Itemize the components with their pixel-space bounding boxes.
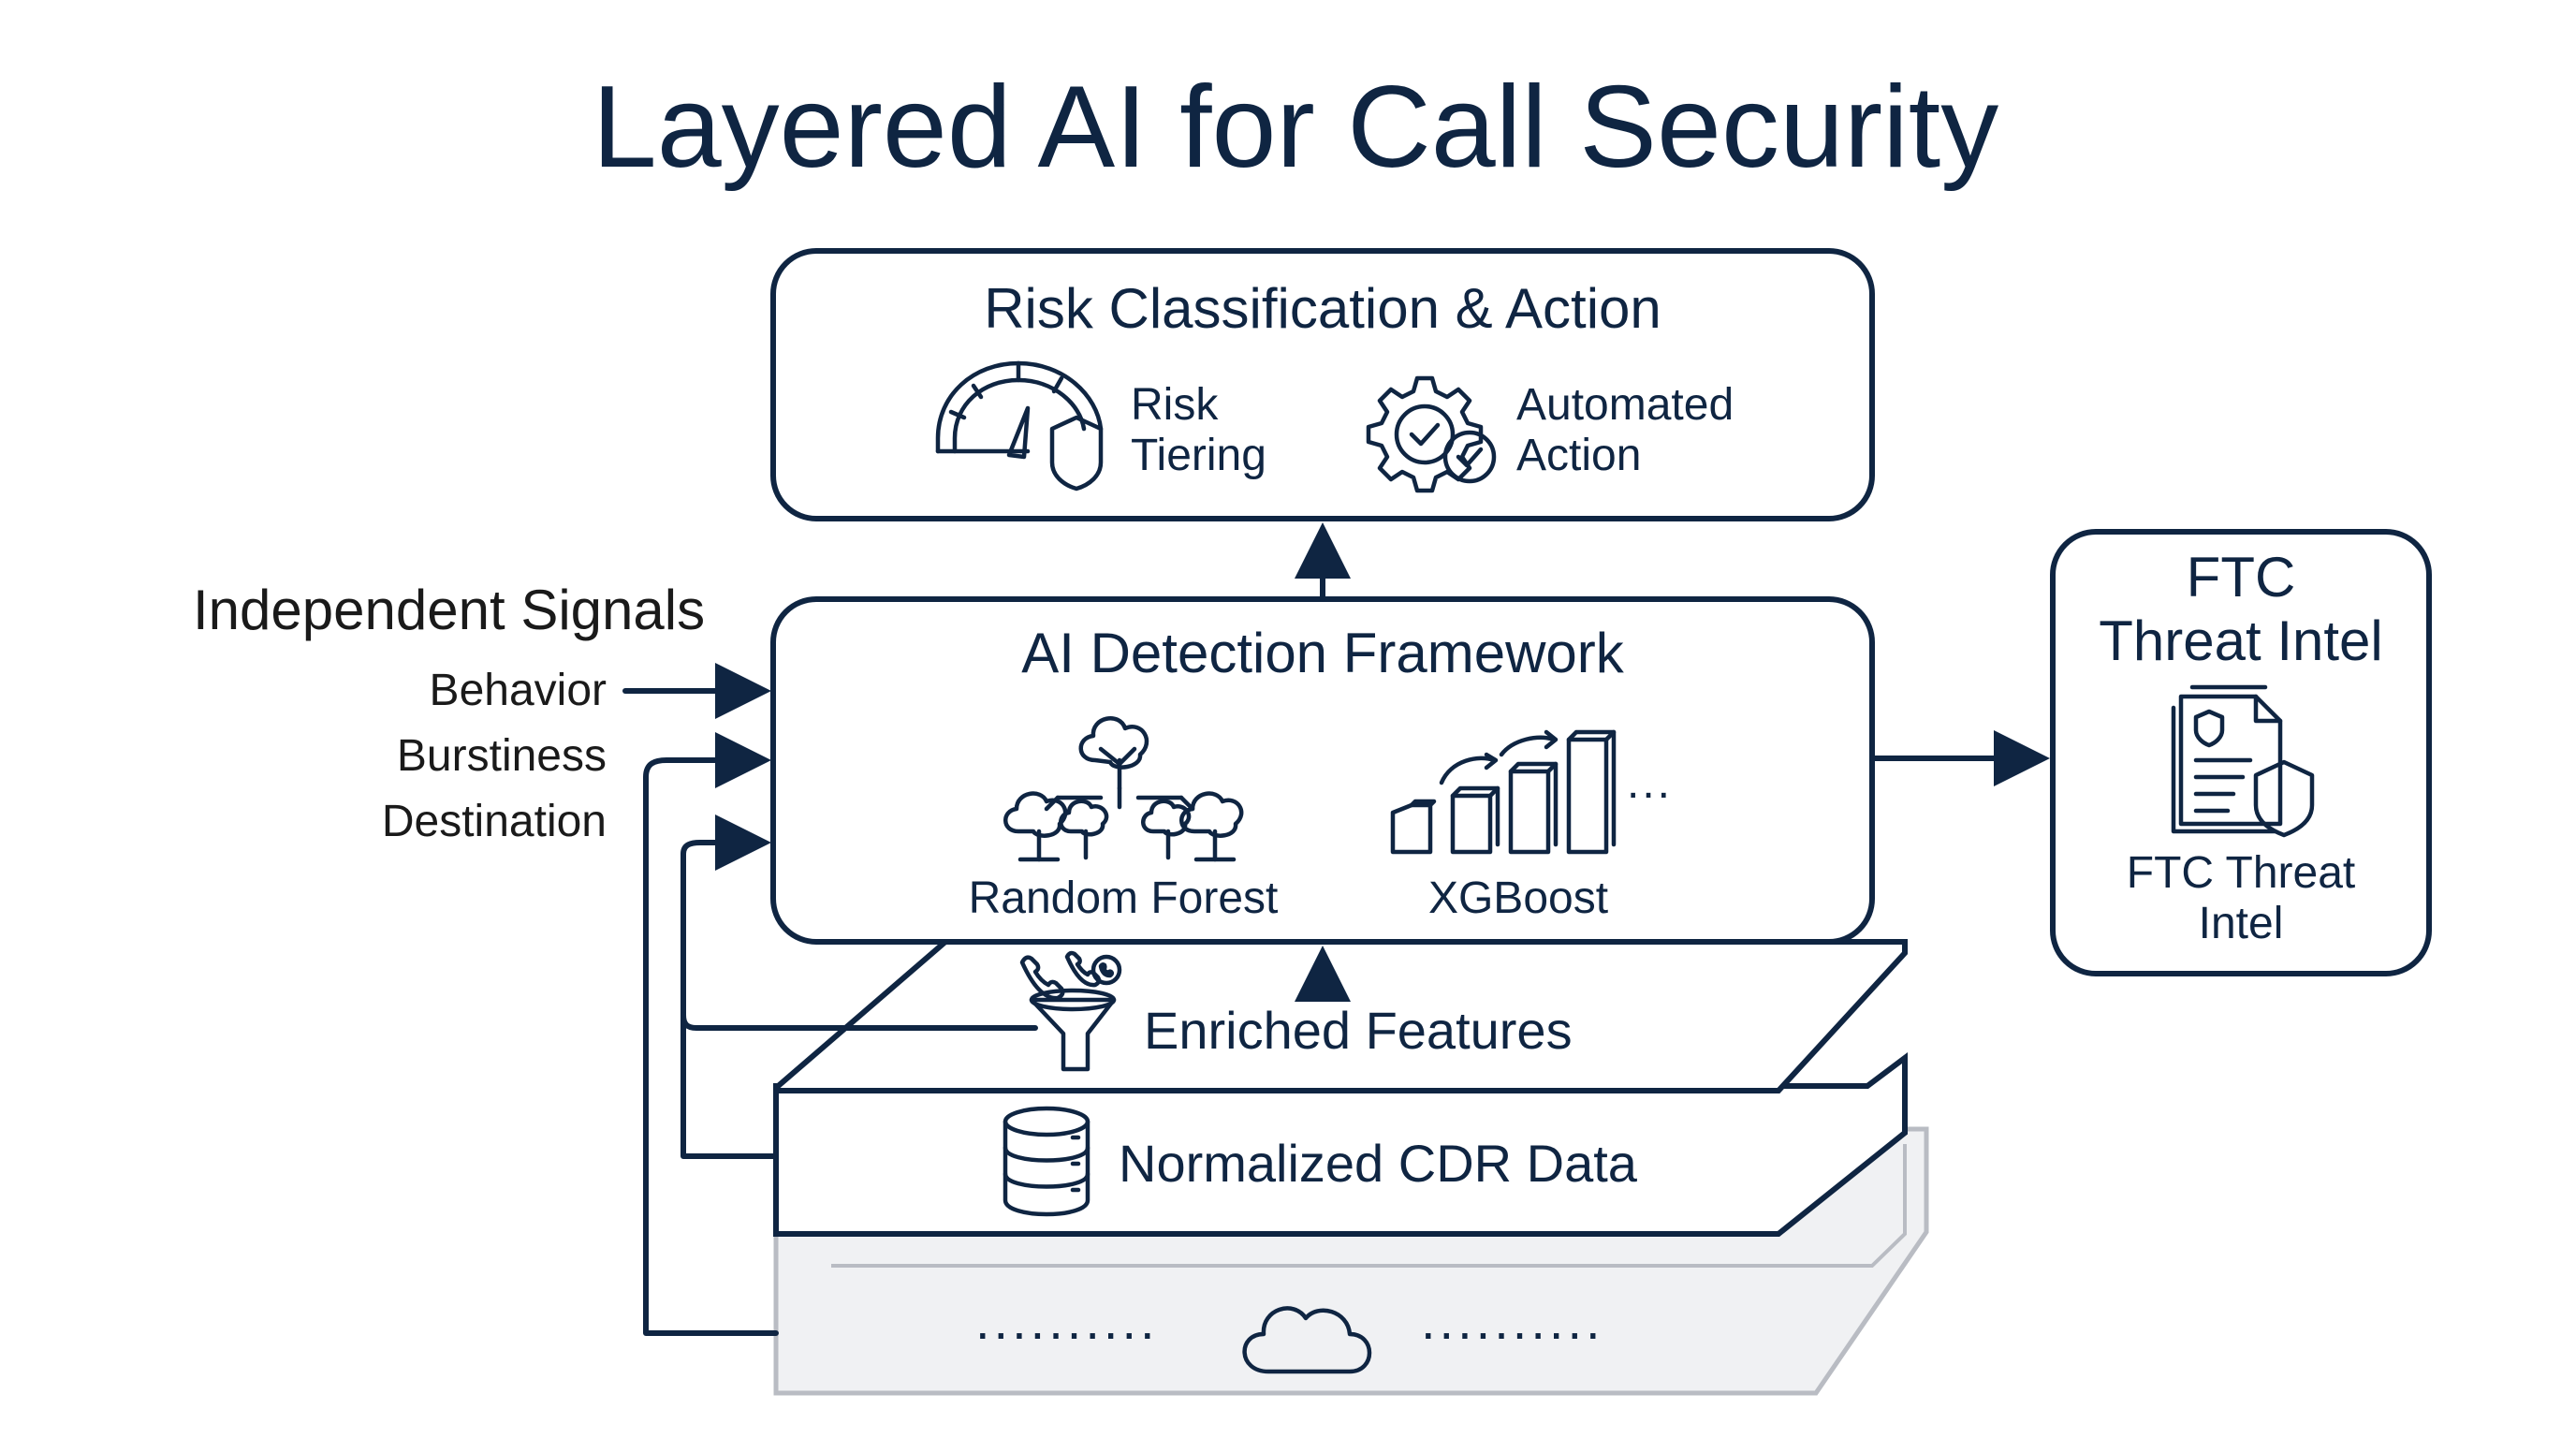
base-right-dots: ..........	[1421, 1291, 1604, 1350]
random-forest-label: Random Forest	[969, 873, 1279, 923]
signals-heading: Independent Signals	[193, 579, 705, 641]
signal-burstiness: Burstiness	[397, 731, 607, 781]
line-features-to-loop	[681, 1012, 1038, 1031]
enriched-features-layer: Enriched Features	[773, 939, 1908, 1093]
gauge-shield-icon	[935, 360, 1104, 492]
arrow-base-to-detection	[643, 732, 779, 1336]
cdr-data-label: Normalized CDR Data	[1119, 1134, 1638, 1193]
ftc-heading-line2: Threat Intel	[2099, 609, 2383, 672]
arrow-cdr-to-detection	[681, 814, 779, 1159]
automated-action-label-1: Automated	[1516, 380, 1734, 430]
ftc-threat-intel-box: FTC Threat Intel FTC Threat Intel	[2050, 529, 2432, 976]
signal-behavior: Behavior	[430, 666, 607, 715]
risk-classification-box: Risk Classification & Action Risk Tierin…	[770, 248, 1875, 521]
connectors	[622, 522, 2050, 1336]
signal-destination: Destination	[382, 797, 607, 846]
ai-detection-heading: AI Detection Framework	[1021, 622, 1625, 684]
risk-tiering-label-1: Risk	[1131, 380, 1219, 430]
document-shield-icon	[2171, 684, 2315, 838]
independent-signals: Independent Signals Behavior Burstiness …	[193, 579, 705, 846]
ftc-caption-line2: Intel	[2199, 899, 2284, 948]
page-title: Layered AI for Call Security	[593, 63, 1998, 192]
ai-detection-box: AI Detection Framework Random Forest	[770, 596, 1875, 945]
database-icon	[1003, 1106, 1090, 1217]
gear-check-icon	[1366, 375, 1497, 493]
cdr-data-layer: Normalized CDR Data	[773, 1052, 1908, 1237]
tree-hierarchy-icon	[1003, 716, 1244, 862]
bar-growth-icon	[1390, 729, 1617, 855]
risk-classification-heading: Risk Classification & Action	[984, 277, 1661, 340]
more-models-ellipsis: ...	[1627, 758, 1673, 808]
ftc-heading-line1: FTC	[2187, 546, 2296, 609]
cloud-icon	[1242, 1306, 1372, 1374]
xgboost-label: XGBoost	[1428, 873, 1608, 923]
automated-action-label-2: Action	[1516, 431, 1641, 480]
enriched-features-label: Enriched Features	[1144, 1001, 1573, 1060]
base-left-dots: ..........	[975, 1291, 1159, 1350]
funnel-phone-icon	[1019, 950, 1122, 1072]
ftc-caption-line1: FTC Threat	[2127, 848, 2356, 898]
risk-tiering-label-2: Tiering	[1131, 431, 1266, 480]
